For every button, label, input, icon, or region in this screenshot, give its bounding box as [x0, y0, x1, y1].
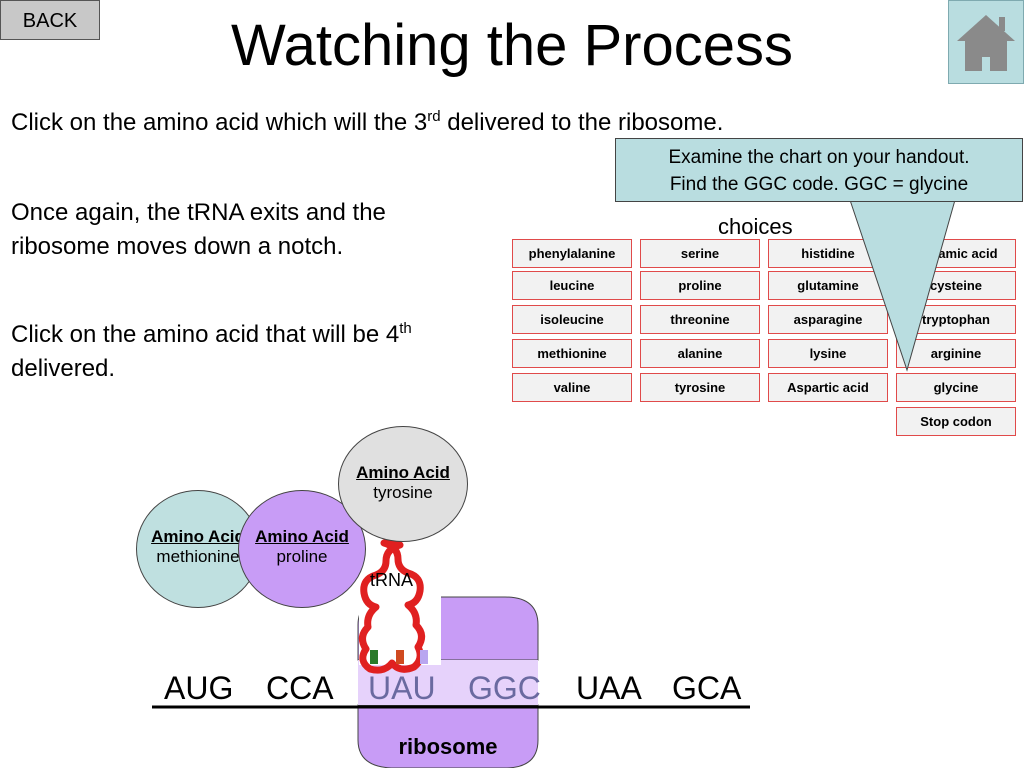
house-icon	[957, 15, 1015, 71]
instruction-trna-exits: Once again, the tRNA exits and the ribos…	[11, 199, 386, 260]
amino-acid-tyrosine: Amino Acid tyrosine	[338, 426, 468, 542]
trna-label: tRNA	[370, 570, 414, 590]
choice-alanine[interactable]: alanine	[640, 339, 760, 368]
anticodon-base-2	[396, 650, 404, 664]
choice-threonine[interactable]: threonine	[640, 305, 760, 334]
choice-leucine[interactable]: leucine	[512, 271, 632, 300]
back-button[interactable]: BACK	[0, 0, 100, 40]
ribosome-label: ribosome	[398, 734, 498, 759]
choice-tyrosine[interactable]: tyrosine	[640, 373, 760, 402]
anticodon-base-3	[420, 650, 428, 664]
choice-proline[interactable]: proline	[640, 271, 760, 300]
choice-methionine[interactable]: methionine	[512, 339, 632, 368]
trna-molecule	[359, 539, 425, 674]
amino-acid-heading: Amino Acid	[151, 527, 245, 546]
amino-acid-name: methionine	[156, 547, 240, 566]
instruction-third: Click on the amino acid which will the 3…	[11, 108, 724, 136]
amino-acid-heading: Amino Acid	[255, 527, 349, 546]
choice-glycine[interactable]: glycine	[896, 373, 1016, 402]
amino-acid-name: proline	[276, 547, 328, 566]
ribosome-small-subunit	[357, 704, 539, 768]
amino-acid-name: tyrosine	[373, 483, 433, 502]
codon-5: UAA	[576, 670, 642, 706]
choice-serine[interactable]: serine	[640, 239, 760, 268]
codon-3: UAU	[368, 670, 436, 706]
codon-2: CCA	[266, 670, 334, 706]
hint-line-2: Find the GGC code. GGC = glycine	[669, 174, 969, 195]
choices-label: choices	[718, 214, 793, 239]
instruction-fourth: Click on the amino acid that will be 4th…	[11, 320, 412, 382]
hint-callout: Examine the chart on your handout. Find …	[615, 138, 1023, 202]
page-title: Watching the Process	[231, 13, 793, 78]
codon-6: GCA	[672, 670, 742, 706]
anticodon-base-1	[370, 650, 378, 664]
choice-valine[interactable]: valine	[512, 373, 632, 402]
amino-acid-proline: Amino Acid proline	[238, 490, 366, 608]
choice-stop-codon[interactable]: Stop codon	[896, 407, 1016, 436]
amino-acid-heading: Amino Acid	[356, 463, 450, 482]
codon-1: AUG	[164, 670, 234, 706]
choice-aspartic-acid[interactable]: Aspartic acid	[768, 373, 888, 402]
hint-line-1: Examine the chart on your handout.	[668, 147, 970, 168]
codon-4: GGC	[468, 670, 541, 706]
choice-isoleucine[interactable]: isoleucine	[512, 305, 632, 334]
choice-phenylalanine[interactable]: phenylalanine	[512, 239, 632, 268]
